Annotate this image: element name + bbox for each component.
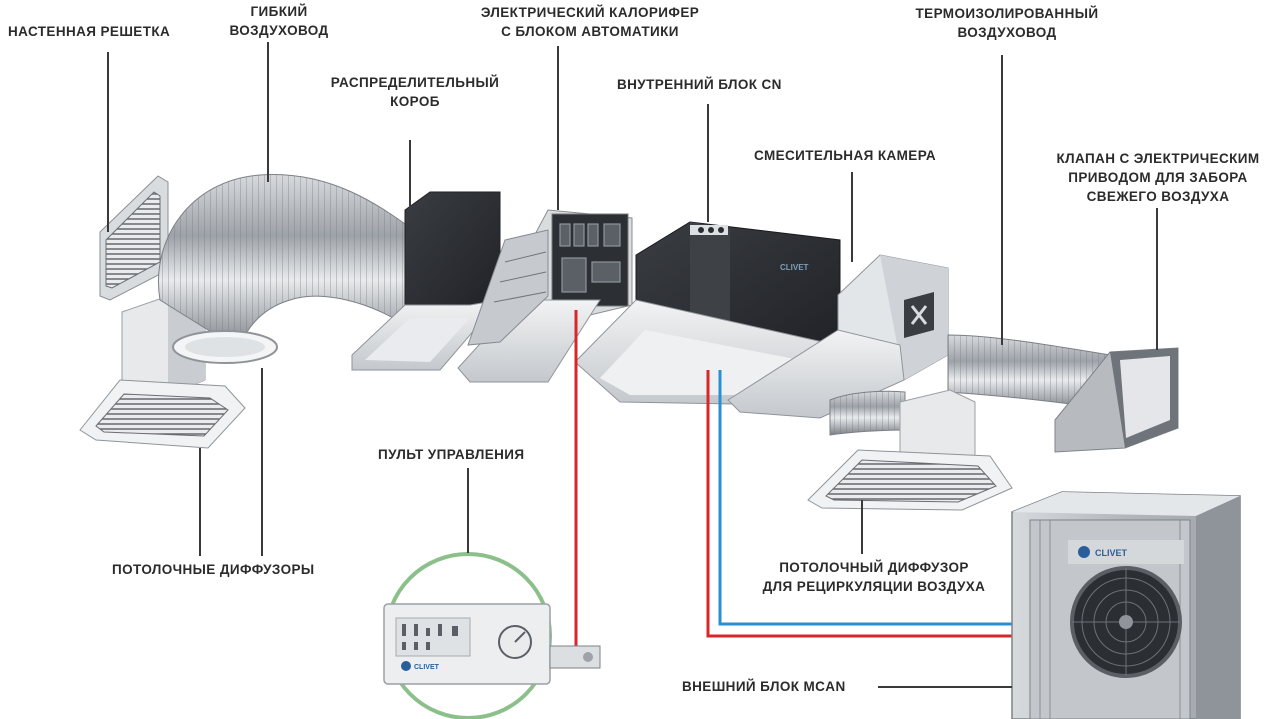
insulated-duct (829, 334, 1111, 436)
wall-grille (99, 175, 169, 301)
label-outdoor-unit: ВНЕШНИЙ БЛОК MCAN (682, 679, 846, 694)
outdoor-unit: CLIVET (1011, 491, 1241, 719)
label-electric-heater: ЭЛЕКТРИЧЕСКИЙ КАЛОРИФЕР С БЛОКОМ АВТОМАТ… (480, 5, 700, 39)
control-panel-brand: CLIVET (414, 664, 440, 671)
label-distribution-box: РАСПРЕДЕЛИТЕЛЬНЫЙ КОРОБ (330, 75, 500, 109)
outdoor-unit-brand: CLIVET (1095, 548, 1128, 558)
label-recirc-diffuser: ПОТОЛОЧНЫЙ ДИФФУЗОР ДЛЯ РЕЦИРКУЛЯЦИИ ВОЗ… (762, 560, 986, 594)
electric-heater (457, 209, 633, 383)
indoor-unit-brand: CLIVET (780, 263, 809, 272)
label-wall-grille: НАСТЕННАЯ РЕШЕТКА (8, 24, 171, 39)
label-indoor-unit: ВНУТРЕННИЙ БЛОК CN (617, 77, 782, 92)
control-panel: CLIVET (383, 552, 601, 719)
ceiling-diffuser-right (807, 389, 1013, 511)
flexible-duct (158, 174, 421, 364)
label-mixing-chamber: СМЕСИТЕЛЬНАЯ КАМЕРА (754, 148, 937, 163)
label-control-panel: ПУЛЬТ УПРАВЛЕНИЯ (378, 447, 525, 462)
label-flexible-duct: ГИБКИЙ ВОЗДУХОВОД (229, 4, 329, 38)
ceiling-diffuser-left (79, 295, 246, 449)
label-air-valve: КЛАПАН С ЭЛЕКТРИЧЕСКИМ ПРИВОДОМ ДЛЯ ЗАБО… (1056, 151, 1260, 204)
label-ceiling-diffusers: ПОТОЛОЧНЫЕ ДИФФУЗОРЫ (112, 562, 315, 577)
leader-lines (107, 42, 1158, 688)
distribution-box (351, 191, 502, 371)
air-valve (1054, 347, 1179, 453)
label-insulated-duct: ТЕРМОИЗОЛИРОВАННЫЙ ВОЗДУХОВОД (915, 6, 1099, 40)
wires (574, 310, 1012, 648)
